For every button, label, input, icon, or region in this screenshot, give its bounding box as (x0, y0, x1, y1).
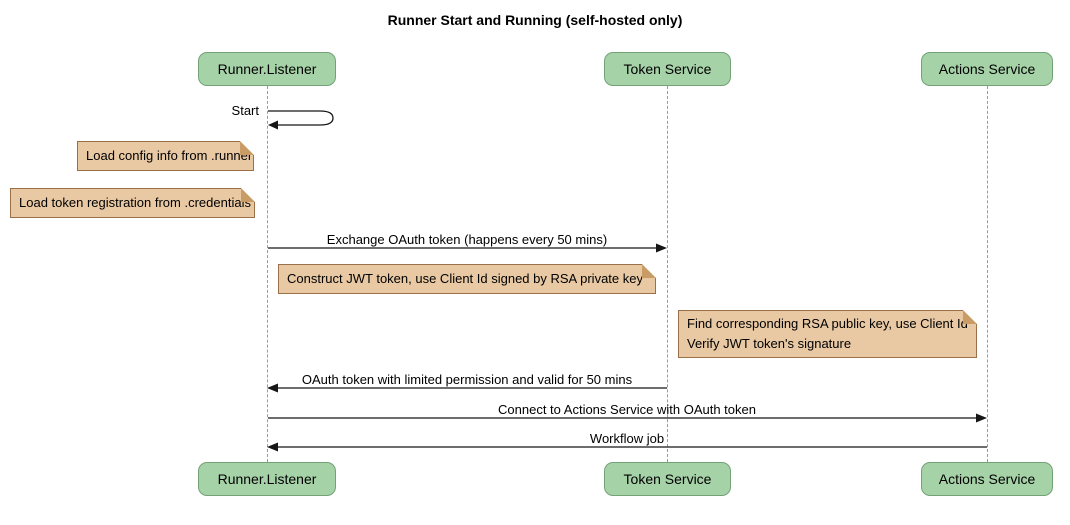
lifeline-token-service (667, 86, 668, 462)
message-label-connect-actions: Connect to Actions Service with OAuth to… (498, 402, 756, 417)
self-arrowhead-start (268, 120, 278, 130)
message-label-workflow-job: Workflow job (589, 431, 665, 446)
note-text: Construct JWT token, use Client Id signe… (287, 271, 643, 286)
lifeline-actions-service (987, 86, 988, 462)
message-label-start: Start (231, 103, 259, 118)
note-load-token-registration: Load token registration from .credential… (10, 188, 255, 218)
participant-actions-service-bottom: Actions Service (921, 462, 1053, 496)
note-fold-icon (642, 264, 656, 278)
note-load-config: Load config info from .runner (77, 141, 254, 171)
message-label-oauth-token-return: OAuth token with limited permission and … (301, 372, 633, 387)
participant-runner-listener-top: Runner.Listener (198, 52, 336, 86)
self-arrow-start (268, 110, 334, 126)
note-verify-jwt: Find corresponding RSA public key, use C… (678, 310, 977, 358)
note-fold-icon (241, 188, 255, 202)
note-fold-icon (963, 310, 977, 324)
note-fold-icon (240, 141, 254, 155)
lifeline-runner-listener (267, 86, 268, 462)
participant-token-service-top: Token Service (604, 52, 731, 86)
note-text: Load config info from .runner (86, 148, 253, 163)
participant-token-service-bottom: Token Service (604, 462, 731, 496)
note-construct-jwt: Construct JWT token, use Client Id signe… (278, 264, 656, 294)
message-label-exchange-oauth: Exchange OAuth token (happens every 50 m… (326, 232, 608, 247)
diagram-title: Runner Start and Running (self-hosted on… (387, 12, 683, 28)
participant-runner-listener-bottom: Runner.Listener (198, 462, 336, 496)
note-text: Load token registration from .credential… (19, 195, 251, 210)
note-text: Find corresponding RSA public key, use C… (687, 316, 968, 331)
note-text: Verify JWT token's signature (687, 336, 852, 351)
participant-actions-service-top: Actions Service (921, 52, 1053, 86)
